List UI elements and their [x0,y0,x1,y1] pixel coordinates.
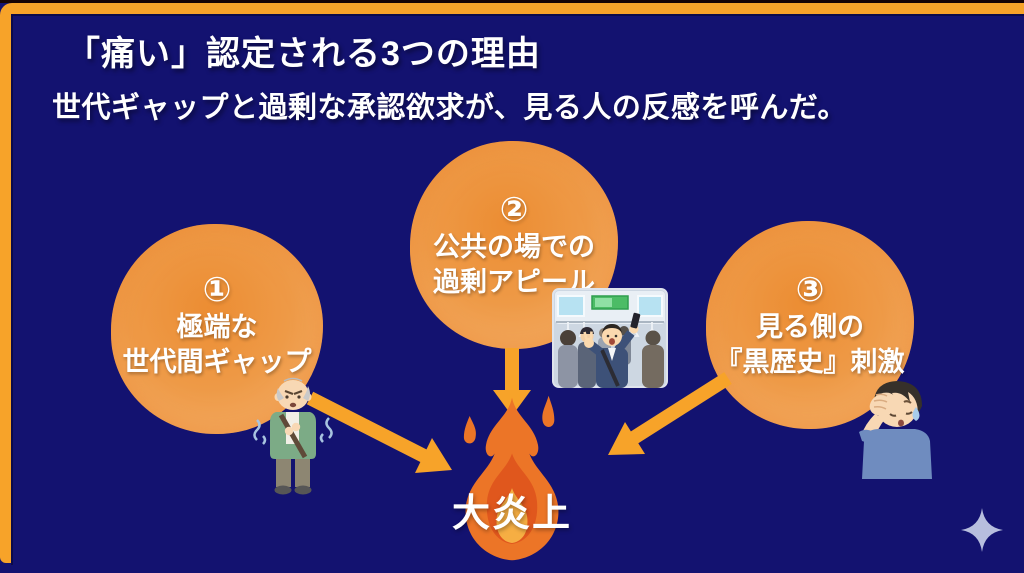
slide-title: 「痛い」認定される3つの理由 [66,35,541,73]
angry-old-man-illustration [253,377,333,495]
sparkle-icon [961,508,1003,552]
slide-subtitle: 世代ギャップと過剰な承認欲求が、見る人の反感を呼んだ。 [52,92,848,124]
result-label: 大炎上 [451,493,572,535]
reason-1-line-1: 極端な [176,312,258,342]
facepalm-man-illustration [859,381,932,479]
train-selfie-photo [552,288,668,388]
fire-icon [437,390,587,568]
reason-3-line-2: 『黒歴史』刺激 [715,346,905,377]
reason-1-line-2: 世代間ギャップ [122,346,312,377]
reason-3-number: ③ [795,270,825,309]
reason-2-line-1: 公共の場での [433,232,595,262]
reason-1-number: ① [202,270,232,309]
reason-3-line-1: 見る側の [756,312,864,342]
reason-2-number: ② [499,190,529,229]
arrow-right-to-fire [608,372,732,455]
top-edge-line [0,0,1024,3]
